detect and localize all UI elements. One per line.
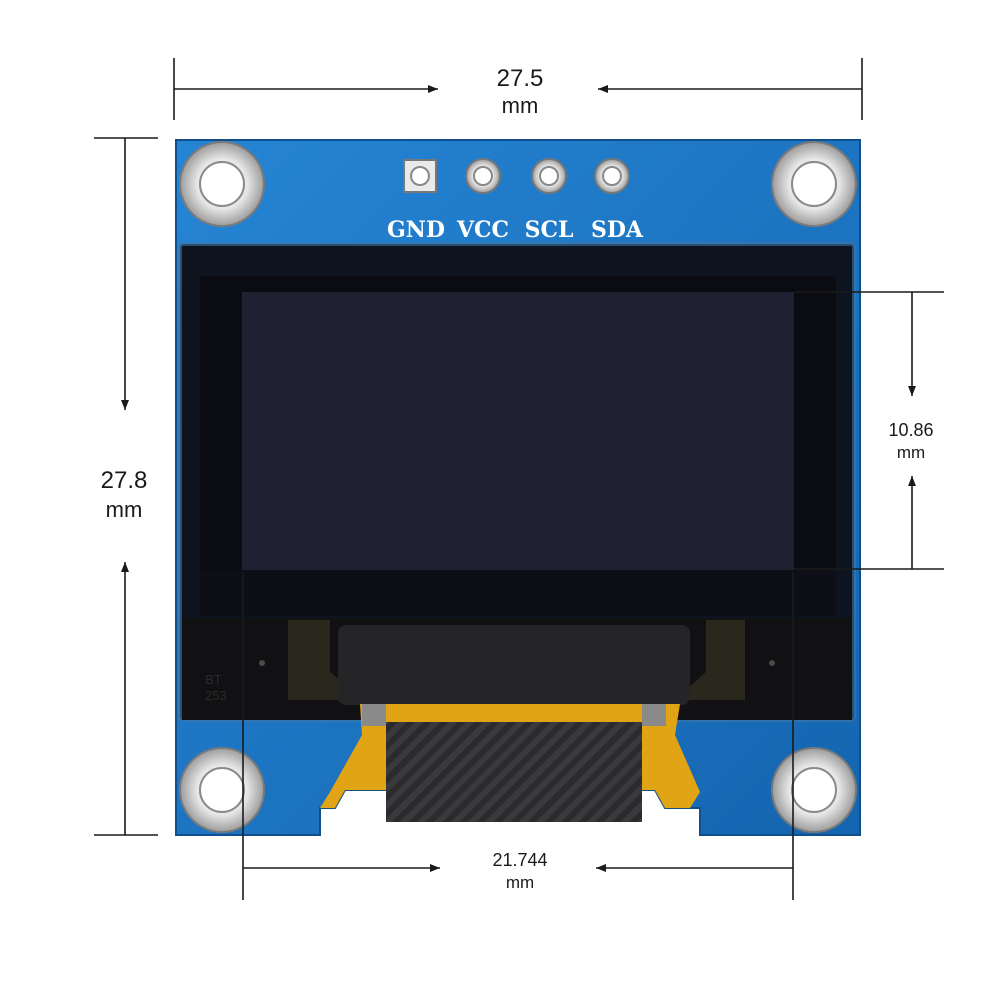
pin-label-sda: SDA (591, 217, 644, 243)
silkscreen-line2: 253 (205, 688, 227, 703)
header-pin-vcc (465, 158, 501, 194)
dimension-active-width: 21.744 mm (242, 572, 794, 900)
dimension-height: 27.8 mm (94, 137, 158, 836)
pin-label-scl: SCL (525, 217, 574, 243)
driver-chip (338, 625, 690, 705)
header-pin-sda (594, 158, 630, 194)
display-screen (242, 292, 794, 570)
dimension-width-value: 27.5 (497, 65, 544, 92)
oled-module: BT 253 (175, 139, 861, 836)
fiducial-dot-left (259, 660, 265, 666)
dimension-width: 27.5 mm (173, 58, 863, 120)
pin-label-vcc: VCC (456, 217, 509, 243)
fiducial-dot-right (769, 660, 775, 666)
mounting-hole-bottom-right (771, 747, 857, 833)
dimension-active-height-value: 10.86 (888, 420, 933, 440)
dimension-width-unit: mm (502, 93, 539, 118)
silkscreen-line1: BT (205, 672, 222, 687)
trace-left (288, 620, 350, 700)
header-pin-gnd (403, 159, 437, 193)
trace-right (686, 620, 745, 700)
pin-label-gnd: GND (387, 217, 445, 243)
dimension-active-width-unit: mm (506, 873, 534, 892)
screen-bottom-band (200, 570, 836, 616)
header-pin-scl (531, 158, 567, 194)
dimension-height-value: 27.8 (101, 467, 148, 494)
dimension-active-width-value: 21.744 (492, 850, 547, 870)
dimension-height-unit: mm (106, 497, 143, 522)
mounting-hole-top-left (179, 141, 265, 227)
dimension-active-height: 10.86 mm (794, 291, 944, 570)
mounting-hole-bottom-left (179, 747, 265, 833)
flex-cable-cover (386, 722, 642, 822)
flex-tab-left (362, 704, 386, 726)
dimension-active-height-unit: mm (897, 443, 925, 462)
mounting-hole-top-right (771, 141, 857, 227)
flex-tab-right (642, 704, 666, 726)
